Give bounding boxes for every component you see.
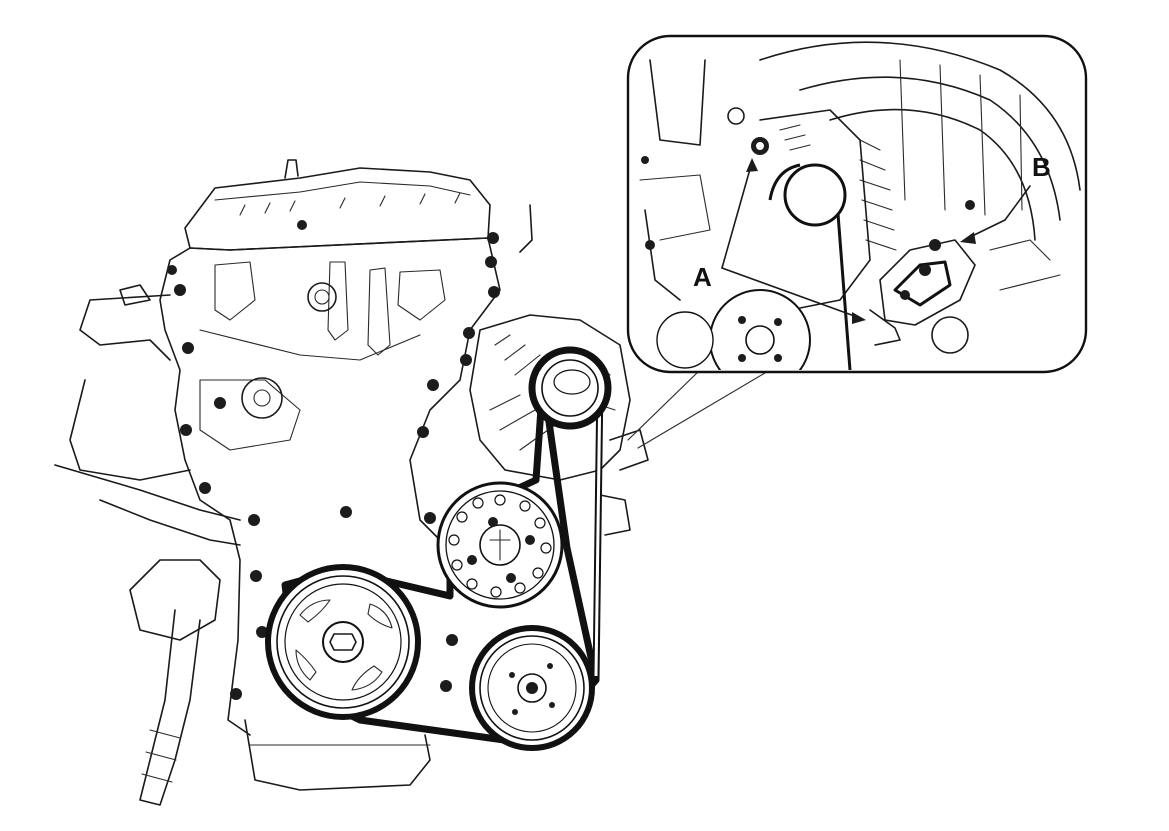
detail-inset: A B	[626, 34, 1088, 374]
callout-b-pointer	[960, 185, 1031, 244]
alternator-pulley	[528, 346, 612, 430]
inset-leader-lines	[627, 369, 771, 449]
water-pump-holes	[448, 494, 552, 598]
callout-a-label: A	[693, 262, 712, 292]
engine-block	[54, 159, 533, 806]
ac-compressor-pulley	[469, 625, 595, 751]
callout-b-label: B	[1032, 152, 1051, 182]
callout-a-pointers	[721, 158, 866, 324]
crankshaft-pulley	[265, 564, 421, 720]
engine-bolts	[167, 220, 500, 700]
water-pump-pulley	[436, 481, 564, 609]
